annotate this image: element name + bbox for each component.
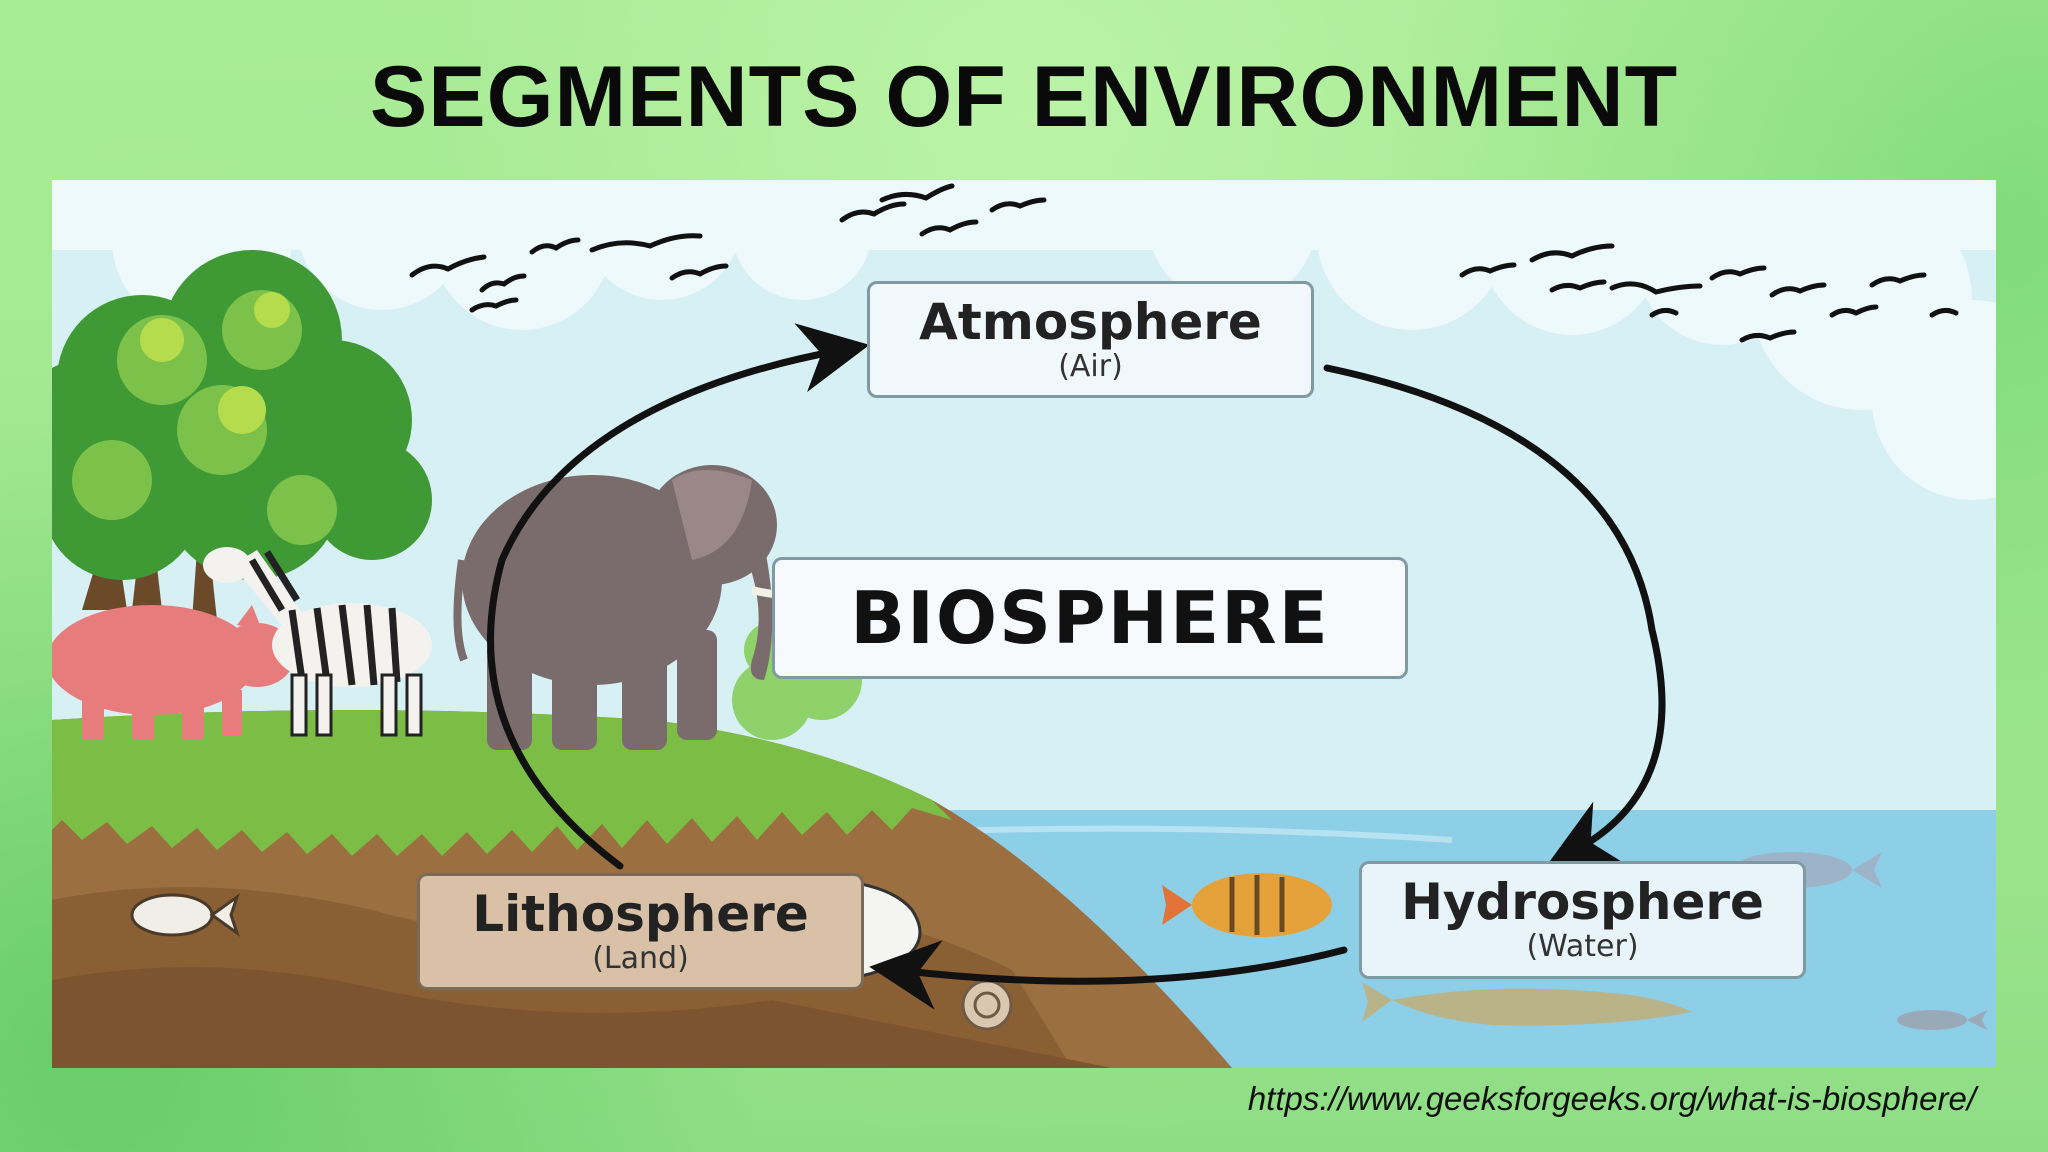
- biosphere-label: BIOSPHERE: [850, 576, 1330, 660]
- pig: [52, 605, 295, 740]
- arrow-hydrosphere-to-lithosphere: [869, 940, 1348, 1010]
- atmosphere-node: Atmosphere (Air): [867, 281, 1314, 398]
- biosphere-node: BIOSPHERE: [772, 557, 1408, 679]
- arrow-atmosphere-to-hydrosphere: [1323, 364, 1666, 865]
- arrow-lithosphere-to-atmosphere: [487, 323, 870, 870]
- hydrosphere-sublabel: (Water): [1526, 929, 1639, 964]
- grass: [52, 710, 952, 856]
- land-fish: [130, 893, 240, 937]
- small-fish: [1897, 1010, 1987, 1030]
- sturgeon-fish: [1362, 982, 1692, 1026]
- ammonite-fossil: [961, 979, 1013, 1031]
- atmosphere-sublabel: (Air): [1058, 349, 1123, 384]
- cycle-arrows: [487, 323, 1666, 1010]
- page-title: SEGMENTS OF ENVIRONMENT: [369, 49, 1679, 145]
- hydrosphere-label: Hydrosphere: [1401, 873, 1764, 931]
- elephant: [453, 465, 807, 750]
- zebra: [203, 547, 432, 737]
- tree: [52, 250, 432, 620]
- lithosphere-label: Lithosphere: [472, 885, 809, 943]
- lithosphere-sublabel: (Land): [592, 941, 689, 976]
- hydrosphere-node: Hydrosphere (Water): [1359, 861, 1806, 979]
- birds: [409, 183, 1959, 343]
- source-url: https://www.geeksforgeeks.org/what-is-bi…: [1247, 1080, 1976, 1117]
- perch-fish: [1162, 873, 1332, 937]
- lithosphere-node: Lithosphere (Land): [417, 873, 864, 990]
- biosphere-illustration: Atmosphere (Air) BIOSPHERE Hydrosphere (…: [52, 180, 1996, 1068]
- atmosphere-label: Atmosphere: [919, 293, 1262, 351]
